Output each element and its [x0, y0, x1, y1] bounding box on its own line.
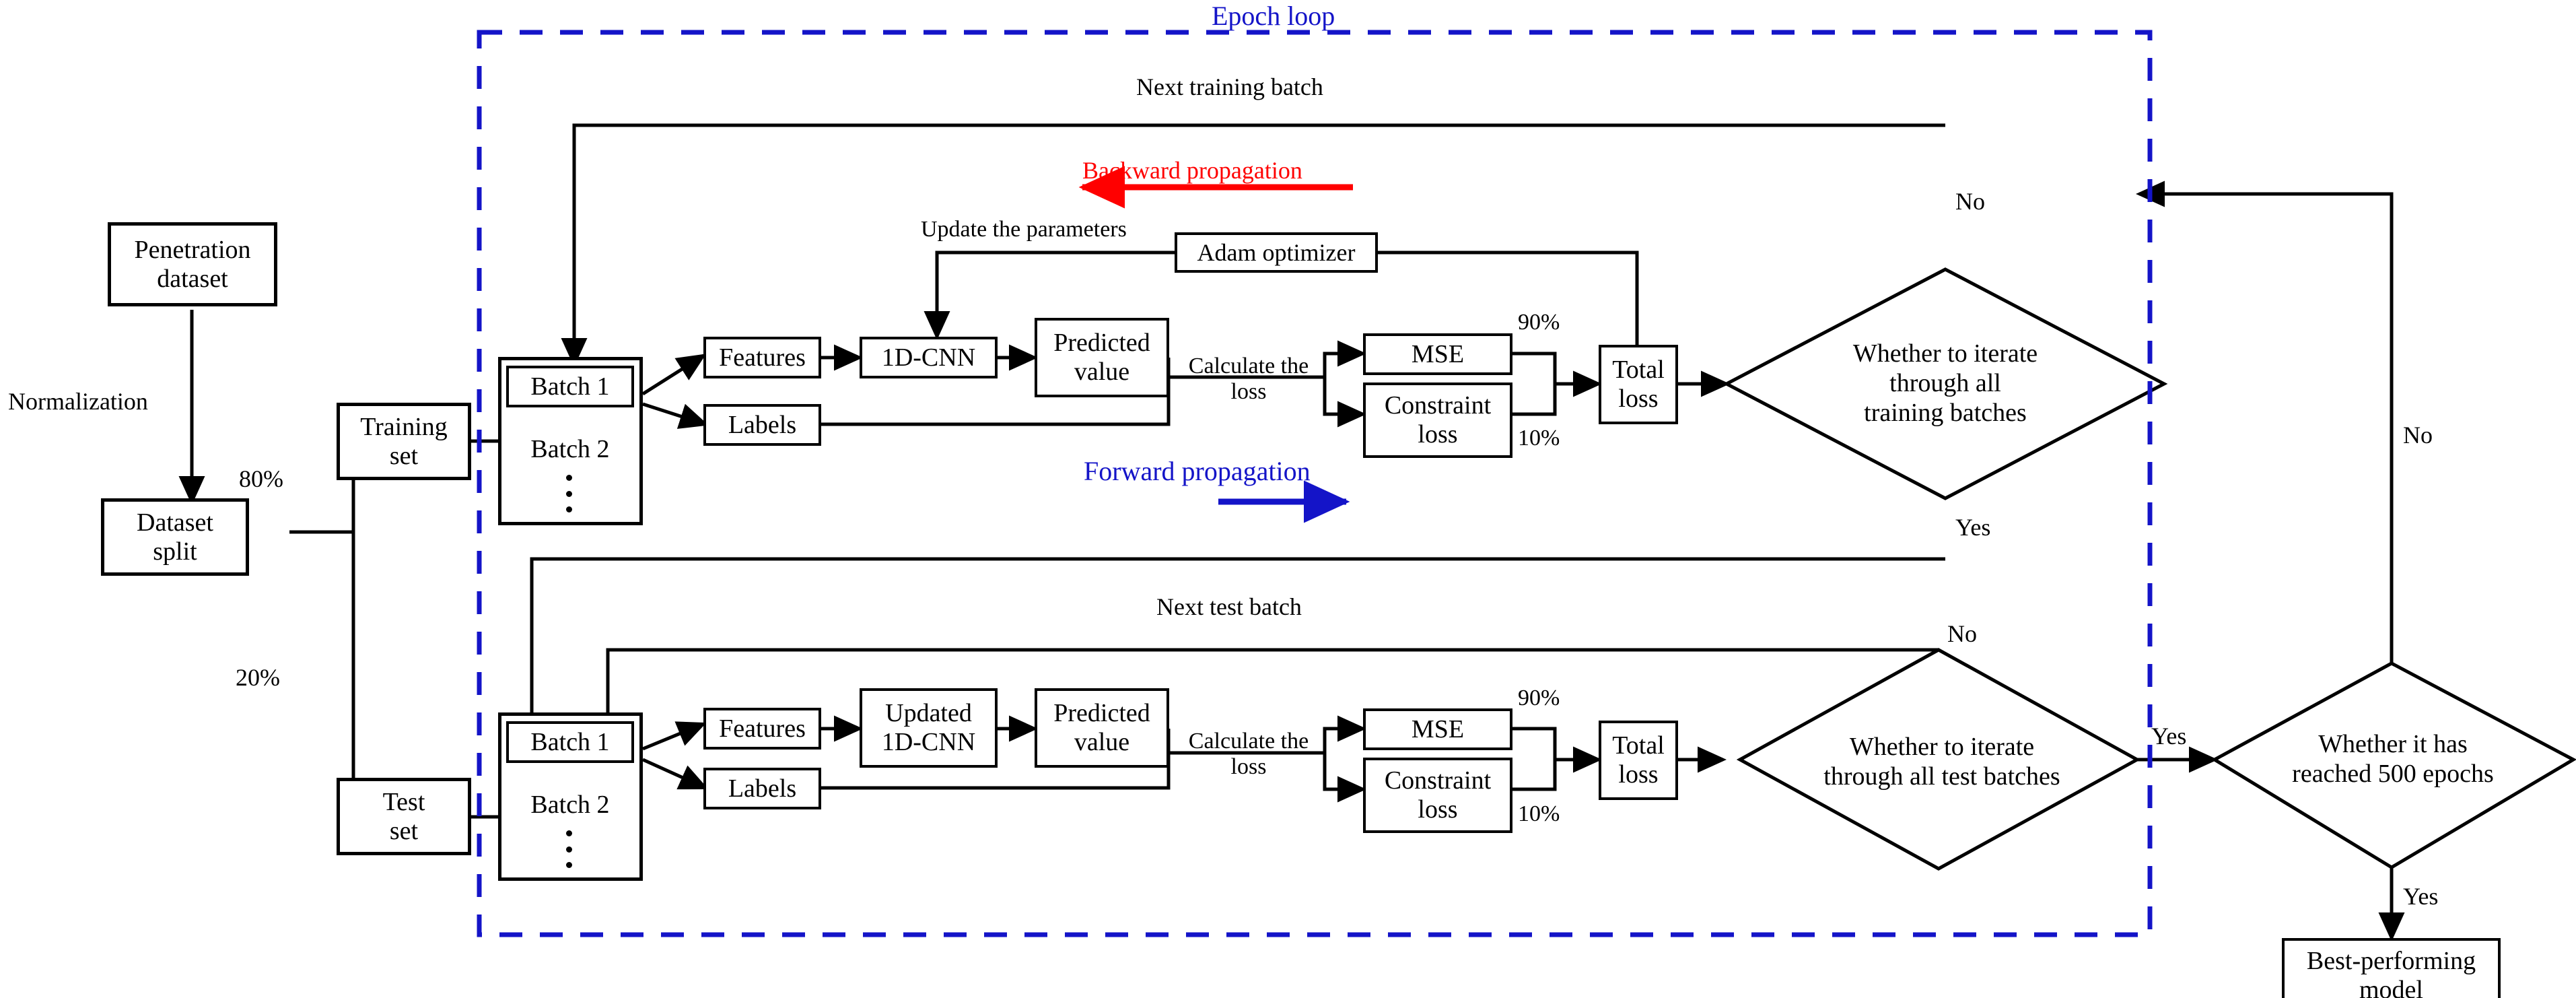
- test-features-label: Features: [719, 714, 806, 743]
- label-train-constraint-weight: 10%: [1518, 426, 1560, 451]
- edge-test-weight-merge: [1511, 727, 1557, 791]
- node-test-constraint-loss[interactable]: Constraint loss: [1363, 758, 1512, 833]
- train-batch-2-label: Batch 2: [530, 435, 610, 463]
- label-test-mse-weight: 90%: [1518, 686, 1560, 710]
- label-split-20: 20%: [236, 664, 280, 691]
- dataset-split-label: Dataset split: [137, 508, 213, 566]
- edge-trainbatch-to-features: [641, 354, 707, 396]
- label-epoch-decision-no: No: [2403, 422, 2433, 448]
- test-predicted-value-label: Predicted value: [1053, 699, 1150, 756]
- label-next-test-batch: Next test batch: [1156, 593, 1302, 620]
- train-predicted-value-label: Predicted value: [1053, 329, 1150, 386]
- test-total-loss-label: Total loss: [1612, 731, 1665, 789]
- decision-test-diamond: [1736, 648, 2141, 871]
- edge-totalloss-to-adam: [1377, 251, 1639, 345]
- test-batch-1[interactable]: Batch 1: [506, 721, 634, 763]
- edge-epoch-no-loop: [2135, 180, 2394, 855]
- train-batch-1[interactable]: Batch 1: [506, 366, 634, 407]
- node-train-labels[interactable]: Labels: [703, 404, 821, 446]
- train-model-label: 1D-CNN: [881, 343, 976, 372]
- label-normalization: Normalization: [8, 388, 148, 415]
- label-test-decision-yes: Yes: [2151, 723, 2187, 750]
- node-test-total-loss[interactable]: Total loss: [1599, 721, 1678, 800]
- decision-epoch-diamond: [2211, 661, 2576, 869]
- edge-trainbatch-to-labels: [642, 402, 709, 429]
- edge-testbatch-to-features: [642, 721, 707, 751]
- node-train-model[interactable]: 1D-CNN: [860, 337, 998, 378]
- node-test-labels[interactable]: Labels: [703, 768, 821, 809]
- epoch-loop-title: Epoch loop: [1212, 1, 1335, 31]
- node-test-set[interactable]: Test set: [337, 778, 471, 855]
- decision-test-label: Whether to iterate through all test batc…: [1823, 733, 2060, 791]
- decision-train-label: Whether to iterate through all training …: [1852, 339, 2038, 427]
- node-train-predicted-value[interactable]: Predicted value: [1035, 318, 1169, 397]
- best-performing-model-label: Best-performing model: [2306, 947, 2476, 998]
- test-batch-1-label: Batch 1: [530, 728, 610, 756]
- node-adam-optimizer[interactable]: Adam optimizer: [1175, 232, 1378, 273]
- test-labels-label: Labels: [728, 774, 797, 803]
- edge-test-loss-to-mse: [1169, 715, 1367, 755]
- adam-optimizer-label: Adam optimizer: [1197, 238, 1356, 266]
- epoch-loop-boundary: [477, 30, 2153, 937]
- node-penetration-dataset[interactable]: Penetration dataset: [108, 222, 277, 306]
- test-batch-ellipsis: [565, 830, 572, 868]
- edge-test-loss-to-constraint: [1323, 753, 1367, 803]
- edge-testbatch-to-labels: [641, 758, 709, 790]
- node-test-predicted-value[interactable]: Predicted value: [1035, 688, 1169, 768]
- edge-train-loss-to-mse: [1169, 340, 1367, 379]
- node-train-mse[interactable]: MSE: [1363, 333, 1512, 375]
- edge-split-to-test: [351, 532, 405, 830]
- label-test-decision-no: No: [1947, 620, 1977, 647]
- train-labels-label: Labels: [728, 410, 797, 439]
- edge-train-weight-merge: [1511, 352, 1557, 416]
- test-batch-2-label: Batch 2: [530, 791, 610, 819]
- decision-train-diamond: [1722, 267, 2168, 500]
- train-batch-1-label: Batch 1: [530, 372, 610, 401]
- decision-epoch-label: Whether it has reached 500 epochs: [2292, 730, 2494, 788]
- train-mse-label: MSE: [1411, 339, 1465, 368]
- node-train-constraint-loss[interactable]: Constraint loss: [1363, 382, 1512, 458]
- train-constraint-loss-label: Constraint loss: [1384, 391, 1492, 448]
- edge-train-yes-to-test: [518, 557, 1945, 782]
- label-train-calculate-loss: Calculate the loss: [1188, 354, 1309, 405]
- label-split-80: 80%: [239, 465, 283, 492]
- label-test-constraint-weight: 10%: [1518, 801, 1560, 826]
- penetration-dataset-label: Penetration dataset: [134, 235, 251, 293]
- test-constraint-loss-label: Constraint loss: [1384, 766, 1492, 824]
- label-test-calculate-loss: Calculate the loss: [1188, 729, 1309, 780]
- label-backward-propagation: Backward propagation: [1082, 157, 1302, 184]
- test-set-label: Test set: [382, 787, 425, 845]
- node-train-features[interactable]: Features: [703, 337, 821, 378]
- label-forward-propagation: Forward propagation: [1084, 456, 1311, 486]
- node-train-total-loss[interactable]: Total loss: [1599, 345, 1678, 424]
- node-test-model[interactable]: Updated 1D-CNN: [860, 688, 998, 768]
- node-training-set[interactable]: Training set: [337, 403, 471, 480]
- label-train-decision-yes: Yes: [1955, 514, 1991, 541]
- train-total-loss-label: Total loss: [1612, 356, 1665, 413]
- label-epoch-decision-yes: Yes: [2403, 883, 2439, 910]
- train-batch-ellipsis: [565, 475, 572, 512]
- edge-train-loss-to-constraint: [1323, 377, 1367, 428]
- edge-adam-to-cnn: [924, 251, 1175, 341]
- label-train-decision-no: No: [1955, 188, 1985, 215]
- test-mse-label: MSE: [1411, 714, 1465, 743]
- node-test-mse[interactable]: MSE: [1363, 708, 1512, 750]
- node-dataset-split[interactable]: Dataset split: [101, 498, 249, 576]
- node-best-performing-model[interactable]: Best-performing model: [2282, 938, 2501, 998]
- train-features-label: Features: [719, 343, 806, 372]
- edge-train-no-loop: [561, 123, 1945, 368]
- label-update-the-parameters: Update the parameters: [921, 217, 1127, 242]
- training-set-label: Training set: [360, 412, 448, 470]
- label-next-training-batch: Next training batch: [1136, 73, 1323, 100]
- label-train-mse-weight: 90%: [1518, 310, 1560, 335]
- node-test-features[interactable]: Features: [703, 708, 821, 750]
- test-model-label: Updated 1D-CNN: [881, 699, 976, 756]
